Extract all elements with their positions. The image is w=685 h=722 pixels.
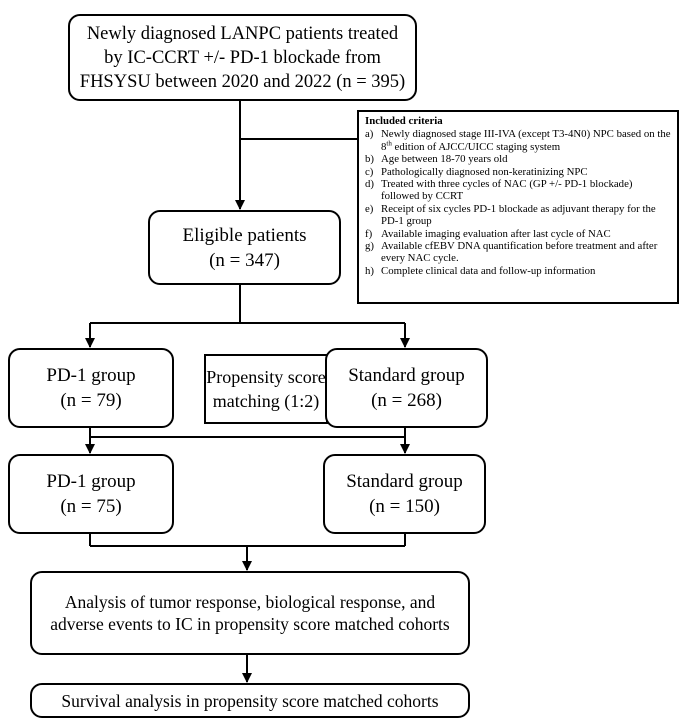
survival-analysis-box: Survival analysis in propensity score ma… bbox=[30, 683, 470, 718]
initial-cohort-box: Newly diagnosed LANPC patients treated b… bbox=[68, 14, 417, 101]
criteria-superscript: th bbox=[386, 139, 392, 148]
eligible-patients-label: Eligible patients bbox=[182, 224, 307, 246]
criteria-item: e) Receipt of six cycles PD-1 blockade a… bbox=[365, 203, 671, 228]
criteria-item: d) Treated with three cycles of NAC (GP … bbox=[365, 178, 671, 203]
criteria-letter: f) bbox=[365, 227, 373, 240]
criteria-letter: c) bbox=[365, 165, 374, 178]
eligible-patients-box: Eligible patients (n = 347) bbox=[148, 210, 341, 285]
standard-group-label: Standard group bbox=[346, 471, 463, 492]
standard-group-count: (n = 150) bbox=[369, 496, 440, 517]
inclusion-criteria-title: Included criteria bbox=[365, 115, 443, 127]
analysis-line-2: adverse events to IC in propensity score… bbox=[50, 614, 450, 634]
criteria-letter: g) bbox=[365, 240, 374, 253]
propensity-matching-line-1: Propensity score bbox=[206, 367, 326, 387]
analysis-box: Analysis of tumor response, biological r… bbox=[30, 571, 470, 655]
pd1-group-count: (n = 75) bbox=[60, 496, 122, 517]
criteria-letter: e) bbox=[365, 202, 374, 215]
criteria-item: b) Age between 18-70 years old bbox=[365, 153, 671, 165]
standard-group-label: Standard group bbox=[348, 365, 465, 386]
eligible-patients-count: (n = 347) bbox=[209, 249, 280, 271]
criteria-item: a) Newly diagnosed stage III-IVA (except… bbox=[365, 128, 671, 153]
criteria-letter: d) bbox=[365, 178, 374, 191]
criteria-letter: b) bbox=[365, 153, 374, 166]
criteria-text-part: Newly diagnosed stage III-IVA (except T3… bbox=[381, 128, 671, 153]
standard-group-box-before-matching: Standard group (n = 268) bbox=[325, 348, 488, 428]
initial-cohort-line-3: FHSYSU between 2020 and 2022 (n = 395) bbox=[79, 71, 406, 92]
initial-cohort-line-2: by IC-CCRT +/- PD-1 blockade from bbox=[104, 47, 381, 68]
criteria-text: Available imaging evaluation after last … bbox=[381, 227, 611, 240]
pd1-group-count: (n = 79) bbox=[60, 390, 122, 411]
criteria-item: f) Available imaging evaluation after la… bbox=[365, 228, 671, 240]
criteria-item: h) Complete clinical data and follow-up … bbox=[365, 265, 671, 277]
initial-cohort-line-1: Newly diagnosed LANPC patients treated bbox=[86, 23, 399, 44]
propensity-matching-line-2: matching (1:2) bbox=[212, 391, 320, 411]
pd1-group-label: PD-1 group bbox=[46, 365, 136, 386]
criteria-text: Receipt of six cycles PD-1 blockade as a… bbox=[381, 202, 656, 228]
criteria-text: Pathologically diagnosed non-keratinizin… bbox=[381, 165, 588, 178]
standard-group-count: (n = 268) bbox=[371, 390, 442, 411]
criteria-text: Treated with three cycles of NAC (GP +/-… bbox=[381, 178, 633, 203]
criteria-letter: a) bbox=[365, 128, 374, 141]
criteria-item: c) Pathologically diagnosed non-keratini… bbox=[365, 166, 671, 178]
standard-group-box-after-matching: Standard group (n = 150) bbox=[323, 454, 486, 534]
criteria-letter: h) bbox=[365, 264, 374, 277]
propensity-matching-box: Propensity score matching (1:2) bbox=[204, 354, 328, 424]
survival-analysis-text: Survival analysis in propensity score ma… bbox=[61, 690, 439, 711]
pd1-group-box-after-matching: PD-1 group (n = 75) bbox=[8, 454, 174, 534]
criteria-text: Available cfEBV DNA quantification befor… bbox=[381, 240, 658, 265]
criteria-item: g) Available cfEBV DNA quantification be… bbox=[365, 240, 671, 265]
criteria-text-part: edition of AJCC/UICC staging system bbox=[391, 140, 561, 153]
pd1-group-box-before-matching: PD-1 group (n = 79) bbox=[8, 348, 174, 428]
criteria-text: Newly diagnosed stage III-IVA (except T3… bbox=[381, 128, 671, 153]
analysis-line-1: Analysis of tumor response, biological r… bbox=[64, 592, 436, 612]
pd1-group-label: PD-1 group bbox=[46, 471, 136, 492]
criteria-text: Complete clinical data and follow-up inf… bbox=[381, 264, 596, 277]
inclusion-criteria-box: Included criteria a) Newly diagnosed sta… bbox=[357, 110, 679, 304]
criteria-text: Age between 18-70 years old bbox=[381, 153, 508, 166]
